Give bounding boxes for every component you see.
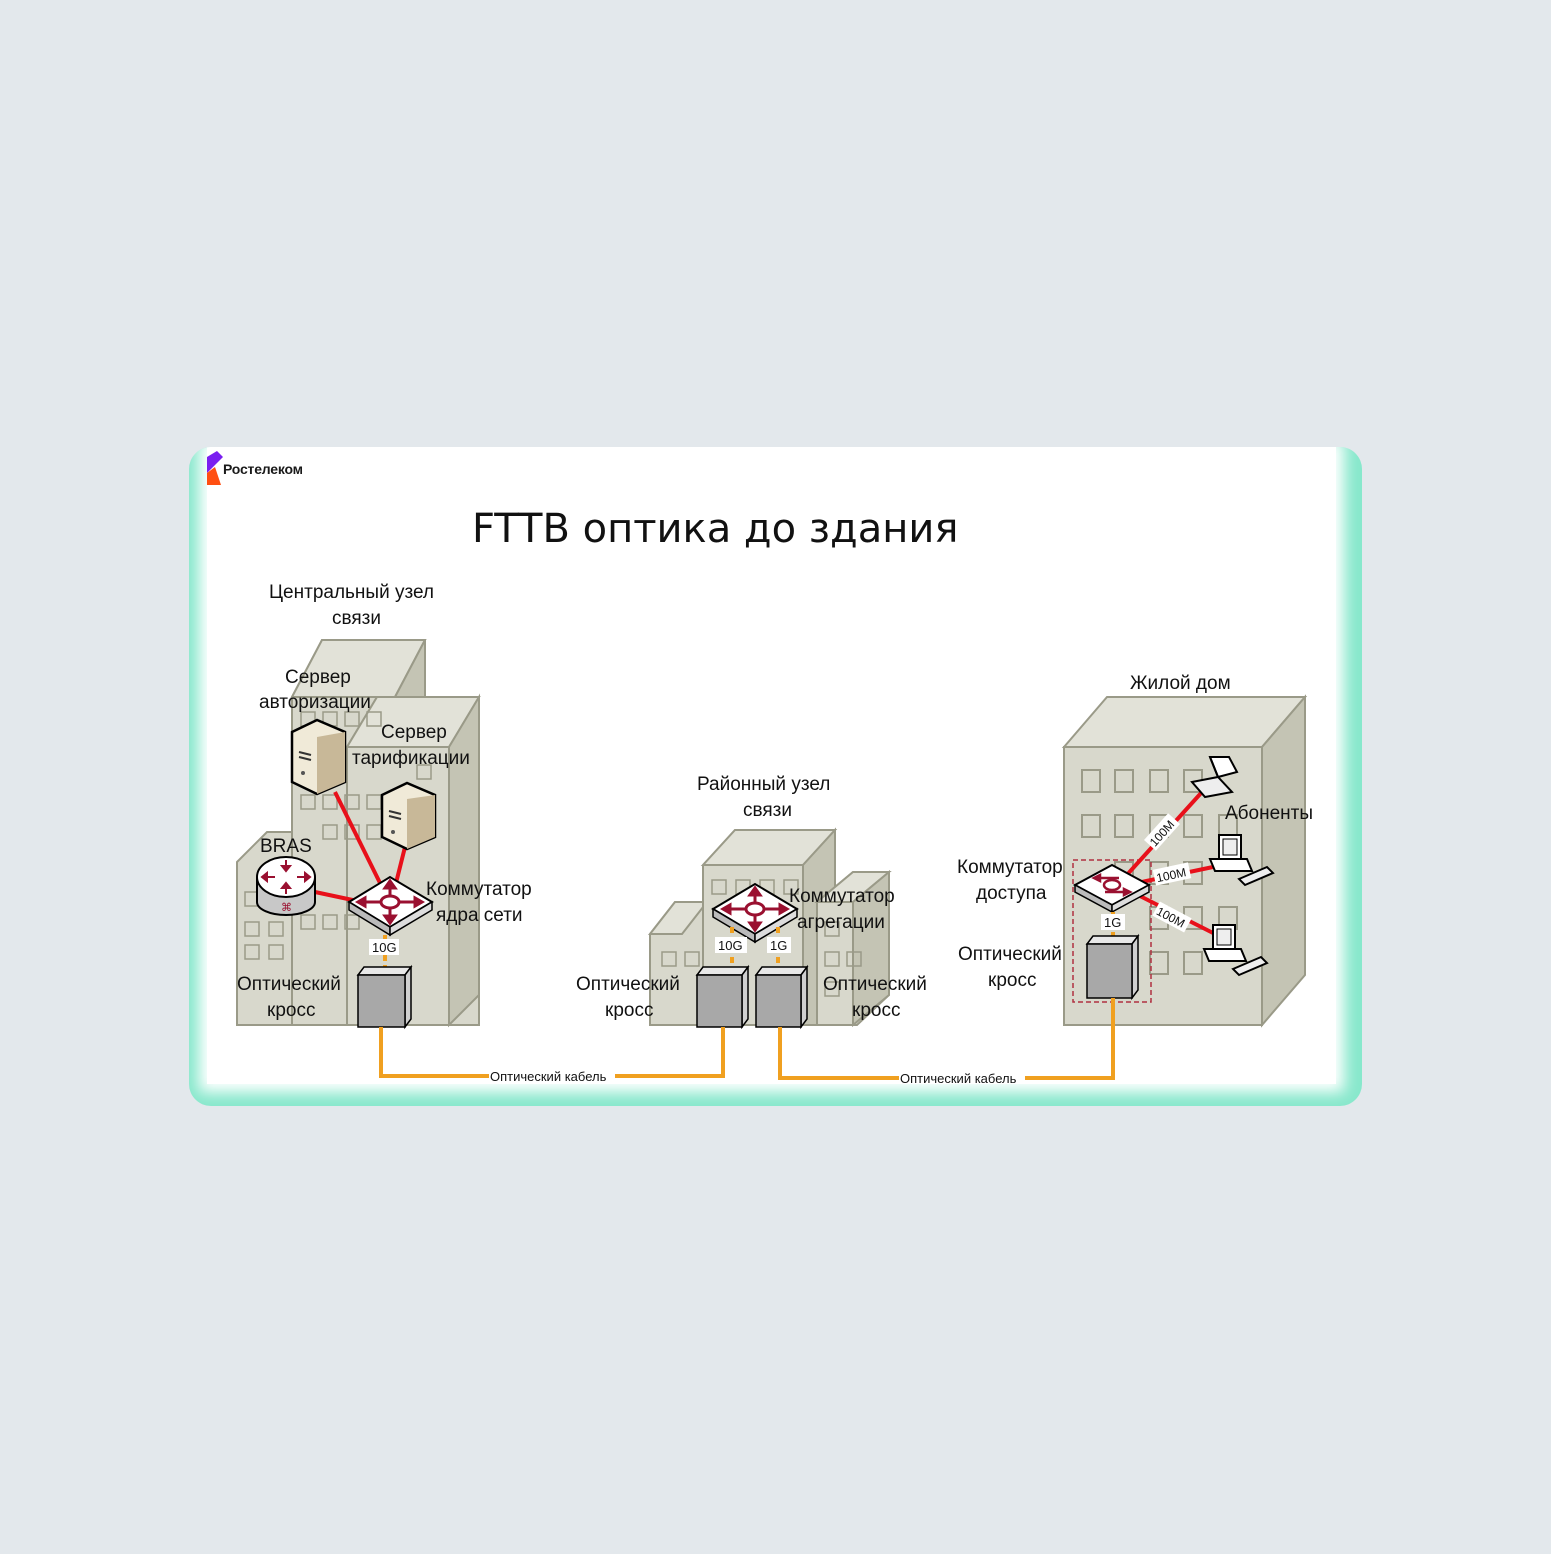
residential-label: Жилой дом	[1130, 673, 1231, 694]
subscriber-speed-2: 100M	[1155, 865, 1187, 885]
fttb-diagram: FTTB оптика до здания	[236, 506, 1313, 1084]
auth-server-label-1: Сервер	[285, 667, 351, 688]
core-switch-label-2: ядра сети	[436, 905, 523, 926]
district-cross-left-label-2: кросс	[605, 1000, 653, 1021]
aggregation-switch-icon	[711, 882, 799, 944]
central-cross-label-2: кросс	[267, 1000, 315, 1021]
desktop-subscriber-icon-2	[1202, 924, 1269, 977]
brand-name: Ростелеком	[223, 461, 303, 477]
bras-router-icon: ⌘	[256, 856, 316, 916]
central-node-label-1: Центральный узел	[269, 582, 434, 603]
residential-cross-label-1: Оптический	[958, 944, 1062, 965]
residential-optical-cross-icon	[1085, 933, 1140, 1001]
svg-text:⌘: ⌘	[281, 902, 292, 914]
auth-server-icon	[290, 718, 347, 796]
core-switch-label-1: Коммутатор	[426, 879, 532, 900]
district-node-label-1: Районный узел	[697, 774, 830, 795]
bras-label: BRAS	[260, 836, 312, 857]
district-optical-cross-left-icon	[695, 964, 750, 1030]
billing-server-label-2: тарификации	[352, 748, 470, 769]
optical-cable-label-1: Оптический кабель	[490, 1069, 607, 1084]
district-speed-right: 1G	[770, 938, 787, 953]
billing-server-label-1: Сервер	[381, 722, 447, 743]
access-switch-icon	[1072, 863, 1152, 914]
cable-label-bg-2	[899, 1069, 1025, 1084]
auth-server-label-2: авторизации	[259, 692, 371, 713]
residential-cross-label-2: кросс	[988, 970, 1036, 991]
central-optical-cross-icon	[356, 964, 413, 1030]
district-badge-left	[715, 937, 747, 953]
district-cross-right-label-1: Оптический	[823, 974, 927, 995]
district-node-label-2: связи	[743, 800, 792, 821]
agg-switch-label-1: Коммутатор	[789, 886, 895, 907]
billing-server-icon	[380, 781, 437, 851]
central-node-label-2: связи	[332, 608, 381, 629]
agg-switch-label-2: агрегации	[797, 912, 885, 933]
core-switch-icon	[347, 875, 434, 937]
district-cross-right-label-2: кросс	[852, 1000, 900, 1021]
laptop-subscriber-icon	[1190, 756, 1239, 799]
residential-uplink-badge	[1101, 914, 1125, 930]
access-switch-label-1: Коммутатор	[957, 857, 1063, 878]
district-badge-right	[767, 937, 791, 953]
optical-cable-label-2: Оптический кабель	[900, 1071, 1017, 1084]
desktop-subscriber-icon-1	[1208, 834, 1275, 887]
central-uplink-speed: 10G	[372, 940, 397, 955]
diagram-title: FTTB оптика до здания	[472, 506, 958, 552]
rostelecom-logo-icon	[207, 451, 223, 485]
subscribers-label: Абоненты	[1225, 803, 1313, 824]
slide-canvas: Ростелеком FTTB оптика до здания	[207, 447, 1336, 1084]
central-cross-label-1: Оптический	[237, 974, 341, 995]
district-speed-left: 10G	[718, 938, 743, 953]
slide-card: Ростелеком FTTB оптика до здания	[189, 447, 1362, 1106]
rostelecom-logo: Ростелеком	[207, 451, 303, 487]
central-uplink-badge	[369, 939, 399, 955]
access-switch-label-2: доступа	[976, 883, 1047, 904]
cable-label-bg-1	[489, 1067, 615, 1084]
district-optical-cross-right-icon	[754, 964, 809, 1030]
residential-uplink-speed: 1G	[1104, 915, 1121, 930]
district-cross-left-label-1: Оптический	[576, 974, 680, 995]
